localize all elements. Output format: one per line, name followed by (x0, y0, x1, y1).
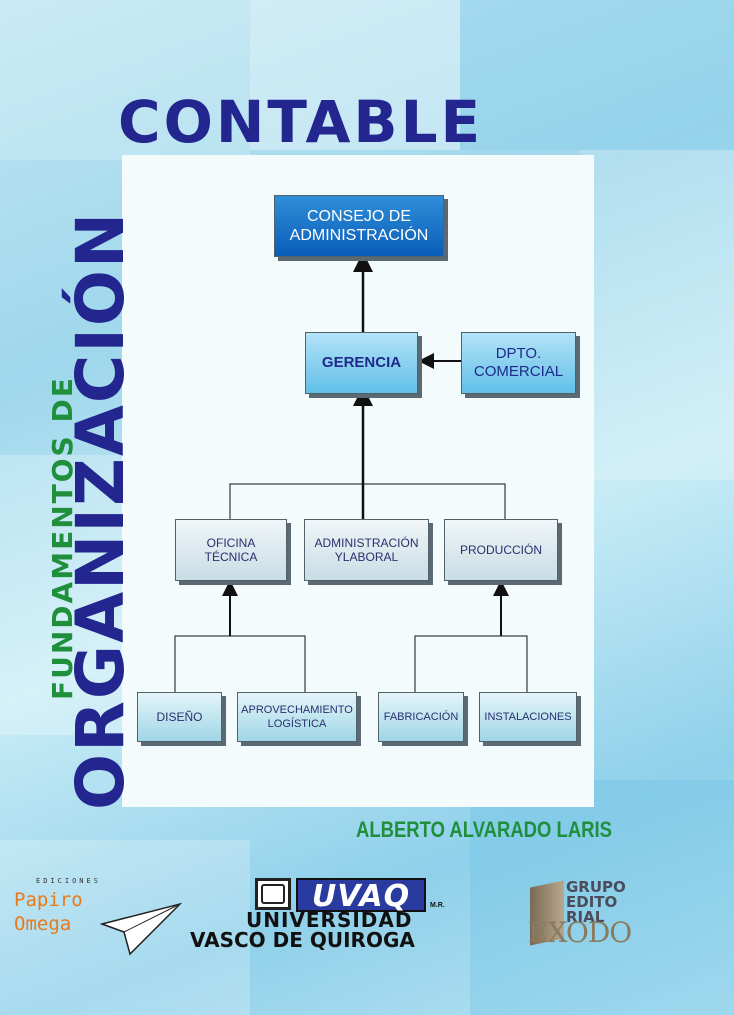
uvaq-seal-icon (255, 878, 291, 910)
org-box-diseno: DISEÑO (137, 692, 222, 742)
paper-plane-icon (100, 902, 182, 956)
org-box-fabricacion: FABRICACIÓN (378, 692, 464, 742)
papiro-omega-logo: Papiro Omega (14, 889, 83, 935)
university-name-line2: VASCO DE QUIROGA (190, 928, 415, 952)
org-box-aprovechamiento: APROVECHAMIENTO LOGÍSTICA (237, 692, 357, 742)
exodo-logo: EXODO (528, 916, 632, 949)
texture-tile (250, 0, 460, 150)
org-box-instalaciones: INSTALACIONES (479, 692, 577, 742)
uvaq-trademark: M.R. (430, 902, 445, 909)
author-name: ALBERTO ALVARADO LARIS (356, 817, 612, 842)
bracket-departments (229, 483, 506, 519)
texture-tile (460, 0, 734, 150)
org-box-produccion: PRODUCCIÓN (444, 519, 558, 581)
org-box-admin: ADMINISTRACIÓN YLABORAL (304, 519, 429, 581)
org-box-comercial: DPTO. COMERCIAL (461, 332, 576, 394)
university-name-line1: UNIVERSIDAD (246, 908, 413, 932)
org-box-consejo: CONSEJO DE ADMINISTRACIÓN (274, 195, 444, 257)
texture-tile (470, 780, 734, 1015)
uvaq-logo: UVAQ (296, 878, 426, 914)
bracket-oficina (174, 635, 306, 692)
bracket-produccion (414, 635, 528, 692)
org-box-oficina: OFICINA TÉCNICA (175, 519, 287, 581)
org-box-gerencia: GERENCIA (305, 332, 418, 394)
title-contable: CONTABLE (118, 88, 484, 156)
texture-tile (0, 0, 250, 160)
papiro-ediciones-label: EDICIONES (36, 877, 101, 885)
grupo-editorial-logo: GRUPO EDITO RIAL (566, 878, 626, 926)
texture-tile (580, 150, 734, 480)
